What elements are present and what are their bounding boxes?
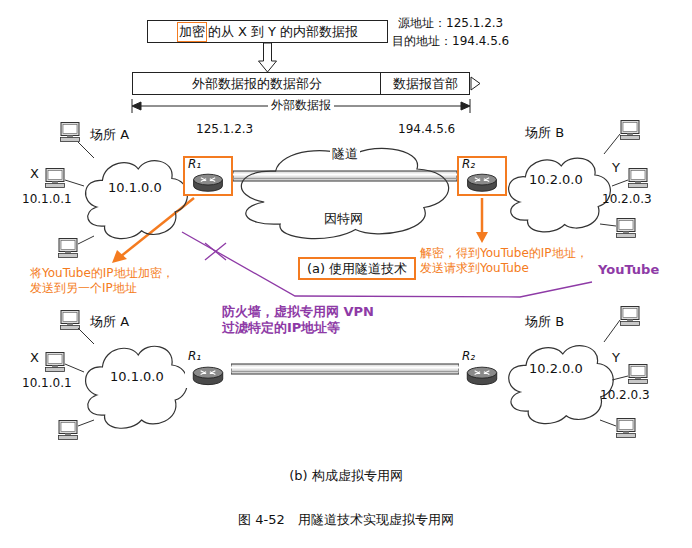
dimension-line xyxy=(132,99,470,113)
router: R₂ xyxy=(457,156,507,196)
site-network-cloud: 场所 B10.2.0.0 xyxy=(503,148,615,238)
site-network-cloud: 场所 B10.2.0.0 xyxy=(503,335,618,430)
tunnel-pipe xyxy=(231,364,459,374)
site-heading: 场所 B xyxy=(525,313,564,331)
box-text: 外部数据报的数据部分 xyxy=(192,75,322,93)
cloud-outline xyxy=(503,148,615,238)
router: R₁ xyxy=(185,350,231,388)
site-heading: 场所 A xyxy=(90,126,129,144)
annotation-note: 解密，得到YouTube的IP地址， 发送请求到YouTube xyxy=(420,246,610,276)
network-address: 10.1.0.0 xyxy=(108,180,162,195)
router: R₂ xyxy=(459,350,505,388)
tunnel-pipe xyxy=(233,171,457,181)
router-name: R₁ xyxy=(188,349,201,363)
text-label: X xyxy=(30,350,39,366)
router: R₁ xyxy=(183,156,233,196)
cloud-path xyxy=(509,346,614,424)
router-name: R₂ xyxy=(462,349,475,363)
box-text: 的从 X 到 Y 的内部数据报 xyxy=(208,23,358,41)
datagram-header-box: 数据报首部 xyxy=(380,72,470,95)
cloud-outline xyxy=(503,335,618,430)
firewall-line xyxy=(182,232,592,297)
network-address: 10.2.0.0 xyxy=(529,172,583,187)
hollow-arrow xyxy=(259,43,277,72)
router-name: R₂ xyxy=(462,157,475,171)
network-address: 10.2.0.0 xyxy=(529,361,583,376)
text-label: Y xyxy=(612,350,620,366)
figure-caption: 图 4-52 用隧道技术实现虚拟专用网 xyxy=(238,512,454,528)
datagram-box: 加密的从 X 到 Y 的内部数据报 xyxy=(147,20,388,43)
text-label: 源地址：125.1.2.3 xyxy=(398,16,503,31)
text-label: 外部数据报 xyxy=(268,98,334,113)
text-label: 10.2.0.3 xyxy=(602,192,652,207)
cloud-path xyxy=(86,346,188,428)
firewall-note: 防火墙，虚拟专用网 VPN 过滤特定的IP地址等 xyxy=(222,304,397,337)
site-heading: 场所 B xyxy=(525,124,564,142)
box-text: 数据报首部 xyxy=(393,75,458,93)
edge-label: 隧道 xyxy=(330,146,360,162)
box-text: 加密 xyxy=(177,22,207,42)
flow-arrowhead xyxy=(471,77,480,90)
cloud-outline xyxy=(80,150,192,245)
site-network-cloud: 场所 A10.1.0.0 xyxy=(80,150,192,245)
text-label: 10.1.0.1 xyxy=(22,192,72,207)
text-label: 125.1.2.3 xyxy=(196,122,253,137)
firewall-note: YouTube xyxy=(598,262,659,278)
network-address: 10.1.0.0 xyxy=(110,369,164,384)
site-network-cloud: 场所 A10.1.0.0 xyxy=(80,335,192,435)
cloud-outline xyxy=(80,335,192,435)
text-label: 10.2.0.3 xyxy=(600,388,650,403)
text-label: 194.4.5.6 xyxy=(398,122,455,137)
text-label: 10.1.0.1 xyxy=(22,376,72,391)
text-label: 目的地址：194.4.5.6 xyxy=(392,34,509,49)
text-label: Y xyxy=(612,160,620,176)
site-heading: 场所 A xyxy=(90,313,129,331)
text-label: (b) 构成虚拟专用网 xyxy=(289,468,403,484)
cloud-path xyxy=(509,158,611,232)
network-address: 因特网 xyxy=(324,210,363,228)
datagram-data-box: 外部数据报的数据部分 xyxy=(132,72,381,95)
panel-title-box: (a) 使用隧道技术 xyxy=(298,257,416,280)
router-name: R₁ xyxy=(188,157,201,171)
box-text: (a) 使用隧道技术 xyxy=(307,260,407,278)
text-label: X xyxy=(30,166,39,182)
cloud-path xyxy=(86,161,188,239)
annotation-note: 将YouTube的IP地址加密， 发送到另一个IP地址 xyxy=(30,266,235,296)
